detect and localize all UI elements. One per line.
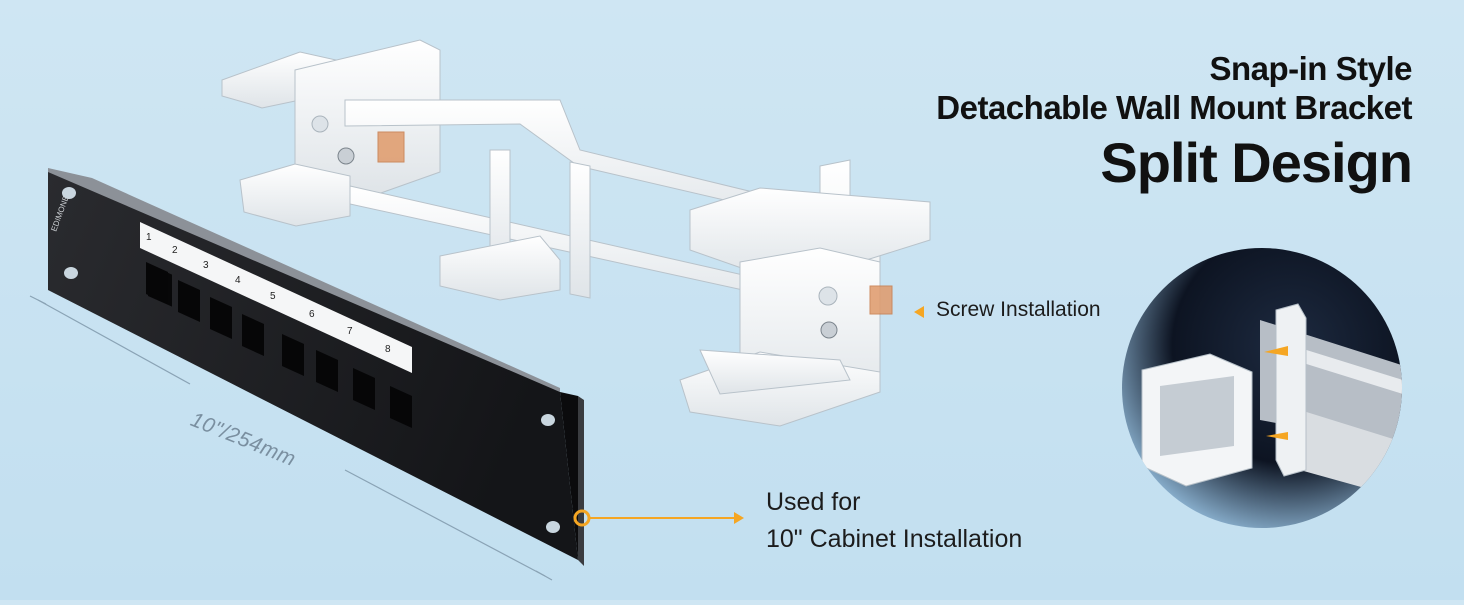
nut-icon <box>869 285 893 315</box>
snap-arrow-icon <box>1264 346 1288 356</box>
cabinet-installation-label: Used for 10" Cabinet Installation <box>766 484 1022 558</box>
port-number: 2 <box>172 245 178 256</box>
patch-panel: 1 2 3 4 5 6 7 8 EDIMONE <box>48 168 584 566</box>
port-numbers: 1 2 3 4 5 6 7 8 <box>146 232 391 355</box>
arrow-right-icon <box>734 512 744 524</box>
cabinet-label-line-1: Used for <box>766 488 861 516</box>
wall-mount-bracket <box>221 39 931 427</box>
port-number: 5 <box>270 291 276 302</box>
dimension-line <box>29 295 553 581</box>
screw-icon <box>337 147 355 165</box>
port-number: 4 <box>235 275 241 286</box>
nut-icon <box>377 131 405 163</box>
headline-line-1: Snap-in Style <box>1209 50 1412 87</box>
screw-icon <box>820 321 838 339</box>
cabinet-callout-pointer <box>573 509 744 527</box>
snap-arrow-icon <box>1266 432 1288 440</box>
port-number: 6 <box>309 309 315 320</box>
headline: Snap-in Style Detachable Wall Mount Brac… <box>936 50 1413 196</box>
mount-hole-icon <box>818 286 838 306</box>
headline-line-3: Split Design <box>1100 131 1413 194</box>
port-row <box>146 262 412 428</box>
mount-hole-icon <box>546 521 560 533</box>
port-number: 7 <box>347 326 353 337</box>
cabinet-label-line-2: 10" Cabinet Installation <box>766 525 1023 553</box>
mount-hole-icon <box>311 115 329 133</box>
mount-hole-icon <box>541 414 555 426</box>
screw-installation-label: Screw Installation <box>936 298 1101 321</box>
port-number: 1 <box>146 232 152 243</box>
headline-line-2: Detachable Wall Mount Bracket <box>936 89 1412 126</box>
mount-hole-icon <box>62 187 76 199</box>
port-number: 8 <box>385 344 391 355</box>
detail-inset <box>1122 248 1402 528</box>
screw-callout-arrow-icon <box>914 306 924 318</box>
port-number: 3 <box>203 260 209 271</box>
mount-hole-icon <box>64 267 78 279</box>
